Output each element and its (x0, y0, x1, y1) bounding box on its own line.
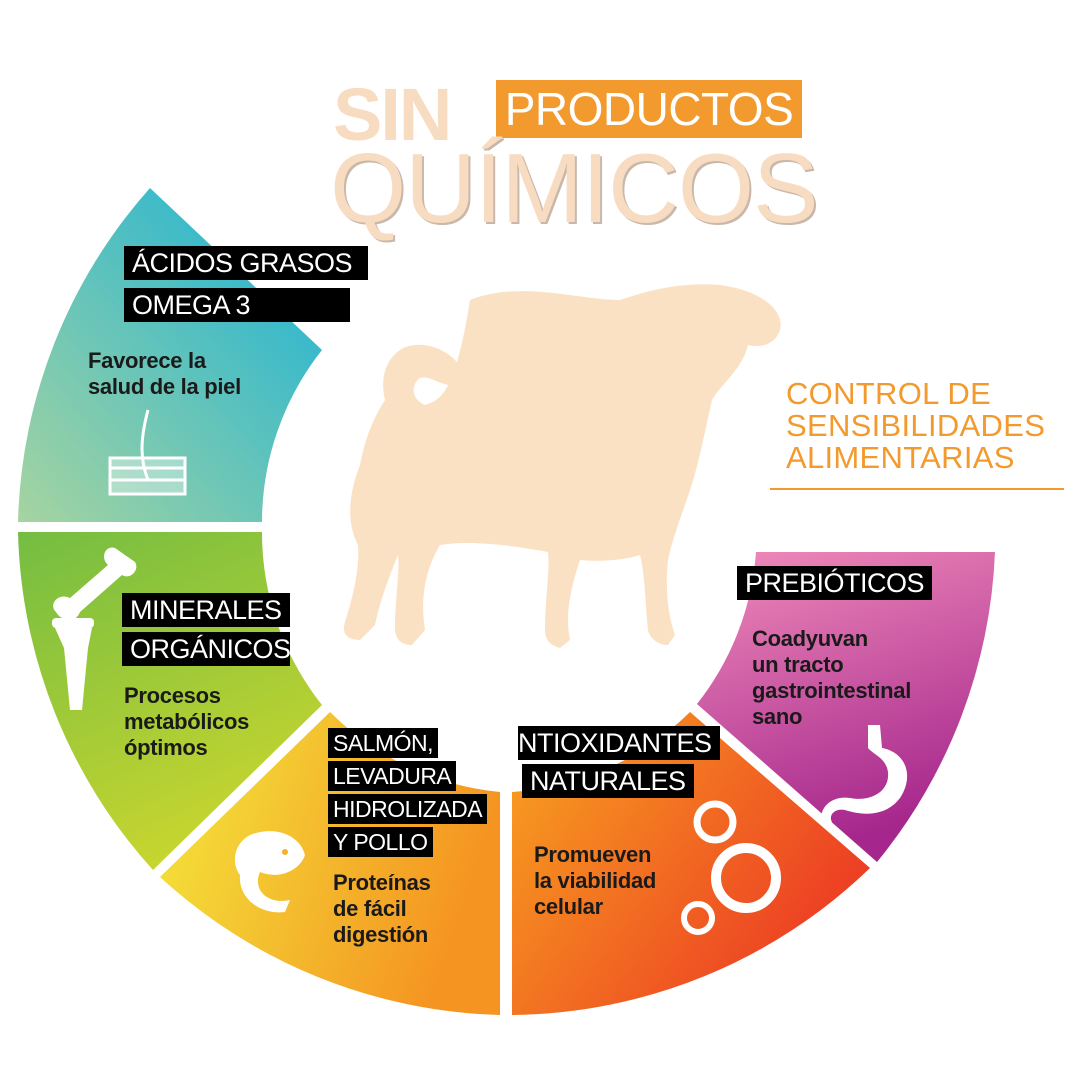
omega3-desc-line: salud de la piel (88, 374, 241, 399)
prebioticos-description: Coadyuvan un tracto gastrointestinal san… (752, 626, 911, 730)
side-note: CONTROL DE SENSIBILIDADES ALIMENTARIAS (786, 378, 1045, 474)
minerales-tag-line-1: MINERALES (122, 593, 290, 627)
header-productos: PRODUCTOS (496, 80, 802, 138)
side-note-line: ALIMENTARIAS (786, 440, 1015, 475)
proteinas-description: Proteínas de fácil digestión (333, 870, 431, 948)
antioxidantes-desc-line: celular (534, 894, 603, 919)
prebioticos-tag: PREBIÓTICOS (737, 566, 933, 600)
proteinas-desc-line: Proteínas (333, 870, 431, 895)
omega3-description: Favorece la salud de la piel (88, 348, 241, 400)
prebioticos-desc-line: un tracto (752, 652, 844, 677)
minerales-description: Procesos metabólicos óptimos (124, 683, 249, 761)
header-quimicos: QUÍMICOS (330, 133, 818, 243)
antioxidantes-tag-line-1: NTIOXIDANTES (518, 726, 720, 760)
minerales-desc-line: metabólicos (124, 709, 250, 734)
proteinas-desc-line: de fácil (333, 896, 407, 921)
stomach-icon (821, 725, 908, 822)
prebioticos-desc-line: sano (752, 704, 803, 729)
omega3-tag-line-2: OMEGA 3 (124, 288, 350, 322)
minerales-desc-line: óptimos (124, 735, 208, 760)
minerales-tag-line-2: ORGÁNICOS (122, 632, 291, 666)
fish-icon (234, 831, 305, 913)
antioxidantes-tag-line-2: NATURALES (522, 764, 694, 798)
proteinas-tag-line-2: LEVADURA (328, 761, 457, 791)
segment-prebioticos (697, 552, 995, 862)
segment-omega3 (18, 188, 322, 522)
omega3-tag-line-1: ÁCIDOS GRASOS (124, 246, 368, 280)
skin-hair-icon (108, 409, 187, 496)
proteinas-tag-line-3: HIDROLIZADA (328, 794, 488, 824)
proteinas-tag-line-4: Y POLLO (328, 827, 433, 857)
side-note-divider (770, 488, 1064, 490)
antioxidantes-desc-line: la viabilidad (534, 868, 657, 893)
side-note-line: SENSIBILIDADES (786, 408, 1046, 443)
bone-joint-icon (52, 547, 137, 710)
dog-silhouette (343, 284, 781, 648)
prebioticos-desc-line: gastrointestinal (752, 678, 912, 703)
header-sin: SIN (333, 73, 452, 156)
cells-icon (681, 800, 781, 935)
side-note-line: CONTROL DE (786, 376, 992, 411)
antioxidantes-description: Promueven la viabilidad celular (534, 842, 656, 920)
proteinas-desc-line: digestión (333, 922, 429, 947)
proteinas-tag-line-1: SALMÓN, (328, 728, 439, 758)
antioxidantes-desc-line: Promueven (534, 842, 652, 867)
prebioticos-desc-line: Coadyuvan (752, 626, 868, 651)
omega3-desc-line: Favorece la (88, 348, 206, 373)
minerales-desc-line: Procesos (124, 683, 221, 708)
